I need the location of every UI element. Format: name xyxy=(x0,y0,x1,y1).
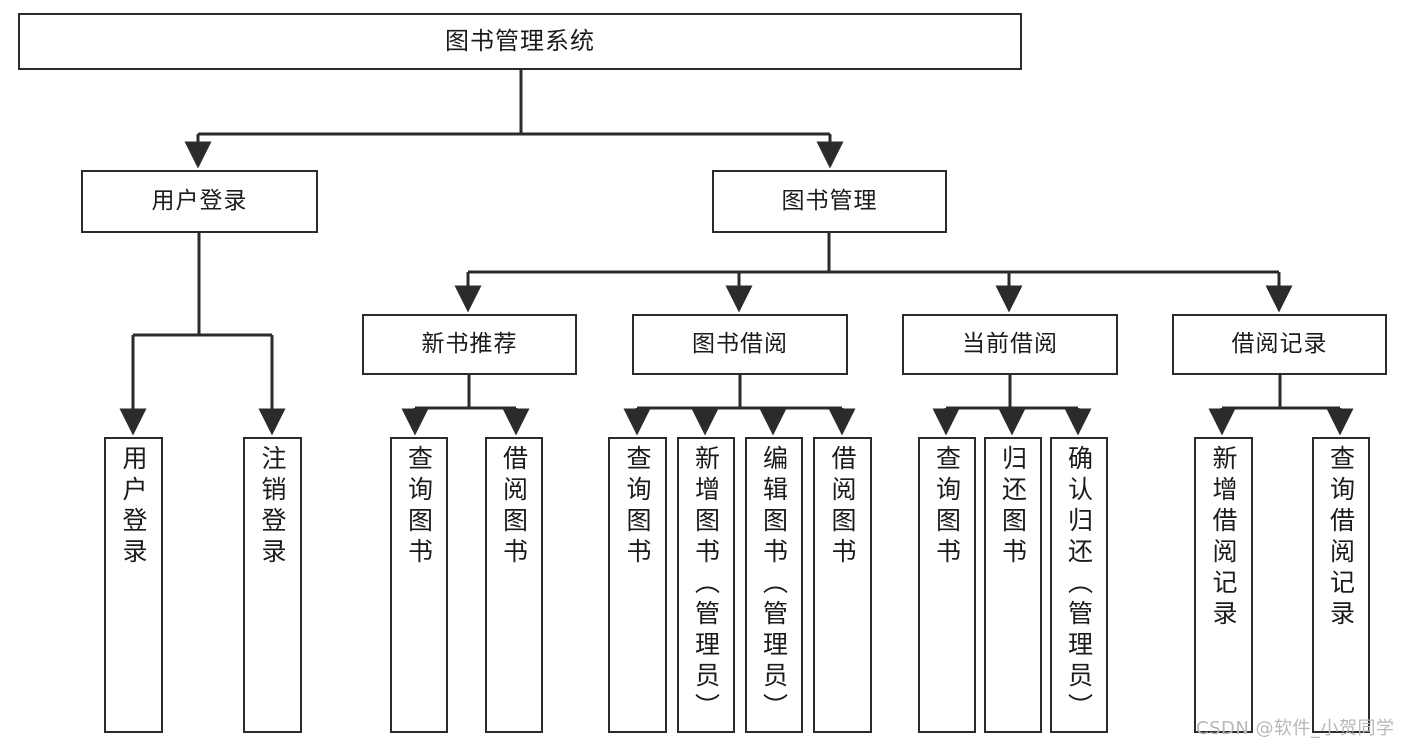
node-new-book-recommend[interactable]: 新书推荐 xyxy=(362,314,577,375)
leaf-label: 借阅图书 xyxy=(828,445,857,569)
leaf-label: 编辑图书（管理员） xyxy=(759,445,789,724)
leaf-label: 查询借阅记录 xyxy=(1326,445,1356,631)
leaf-bookborrow-borrow-book[interactable]: 借阅图书 xyxy=(813,437,872,733)
leaf-label: 注销登录 xyxy=(258,445,287,569)
node-user-login[interactable]: 用户登录 xyxy=(81,170,318,233)
leaf-currentborrow-confirm-return-admin[interactable]: 确认归还（管理员） xyxy=(1050,437,1108,733)
leaf-label: 查询图书 xyxy=(623,445,652,569)
node-borrow-record[interactable]: 借阅记录 xyxy=(1172,314,1387,375)
leaf-currentborrow-query-book[interactable]: 查询图书 xyxy=(918,437,976,733)
leaf-currentborrow-return-book[interactable]: 归还图书 xyxy=(984,437,1042,733)
leaf-borrowrecord-query-record[interactable]: 查询借阅记录 xyxy=(1312,437,1370,733)
leaf-newbook-borrow-book[interactable]: 借阅图书 xyxy=(485,437,543,733)
node-current-borrow[interactable]: 当前借阅 xyxy=(902,314,1118,375)
node-label: 图书管理系统 xyxy=(445,26,595,55)
node-label: 图书借阅 xyxy=(692,331,788,358)
leaf-bookborrow-query-book[interactable]: 查询图书 xyxy=(608,437,667,733)
leaf-label: 确认归还（管理员） xyxy=(1064,445,1094,724)
leaf-logout-login[interactable]: 注销登录 xyxy=(243,437,302,733)
node-book-management-system[interactable]: 图书管理系统 xyxy=(18,13,1022,70)
leaf-label: 新增图书（管理员） xyxy=(691,445,721,724)
leaf-bookborrow-add-book-admin[interactable]: 新增图书（管理员） xyxy=(677,437,735,733)
node-label: 借阅记录 xyxy=(1231,331,1328,358)
leaf-newbook-query-book[interactable]: 查询图书 xyxy=(390,437,448,733)
leaf-label: 新增借阅记录 xyxy=(1209,445,1238,631)
node-book-borrow[interactable]: 图书借阅 xyxy=(632,314,848,375)
node-label: 图书管理 xyxy=(781,188,878,215)
leaf-label: 用户登录 xyxy=(119,445,148,569)
leaf-label: 借阅图书 xyxy=(499,445,529,569)
leaf-user-login[interactable]: 用户登录 xyxy=(104,437,163,733)
leaf-bookborrow-edit-book-admin[interactable]: 编辑图书（管理员） xyxy=(745,437,803,733)
node-label: 用户登录 xyxy=(151,188,248,215)
node-label: 当前借阅 xyxy=(962,331,1058,358)
node-label: 新书推荐 xyxy=(421,331,518,358)
leaf-label: 查询图书 xyxy=(404,445,434,569)
node-book-management[interactable]: 图书管理 xyxy=(712,170,947,233)
leaf-label: 查询图书 xyxy=(932,445,962,569)
leaf-label: 归还图书 xyxy=(998,445,1028,569)
leaf-borrowrecord-add-record[interactable]: 新增借阅记录 xyxy=(1194,437,1253,733)
